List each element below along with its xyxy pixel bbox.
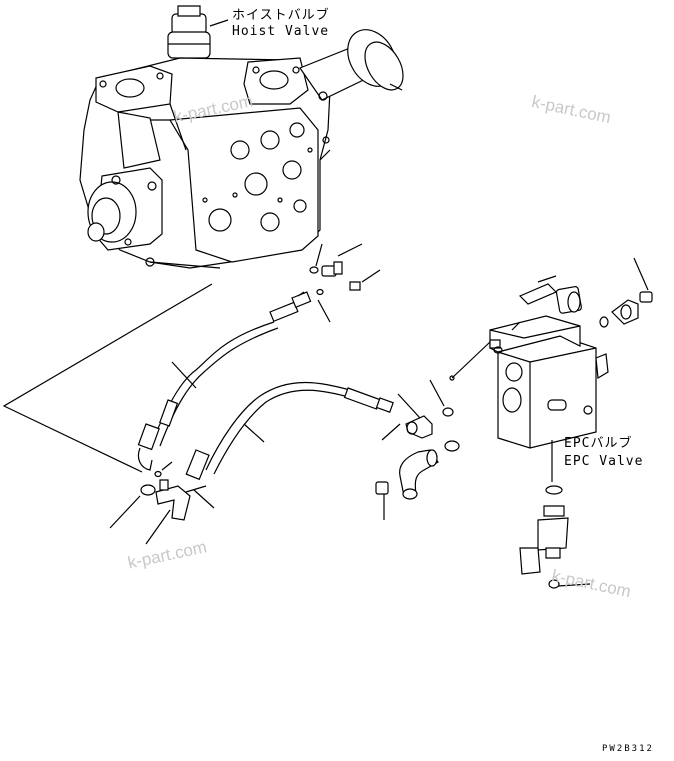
fittings-upper — [310, 244, 380, 322]
drawing-code: PW2B312 — [602, 744, 654, 754]
hose-upper — [138, 292, 310, 470]
bolt-epc-side — [512, 322, 520, 330]
hoist-valve-label-jp: ホイストバルブ — [232, 8, 330, 23]
elbow-fittings-middle — [376, 380, 459, 520]
epc-valve-label-jp: EPCバルブ — [564, 436, 633, 451]
hose-lower — [186, 383, 393, 480]
elbow-fittings-left — [110, 462, 214, 544]
epc-valve-assembly — [450, 258, 652, 588]
leader-lines-left — [4, 284, 264, 472]
hoist-valve-assembly — [80, 6, 411, 268]
epc-valve-label-en: EPC Valve — [564, 454, 644, 469]
hoist-valve-label-en: Hoist Valve — [232, 24, 330, 39]
